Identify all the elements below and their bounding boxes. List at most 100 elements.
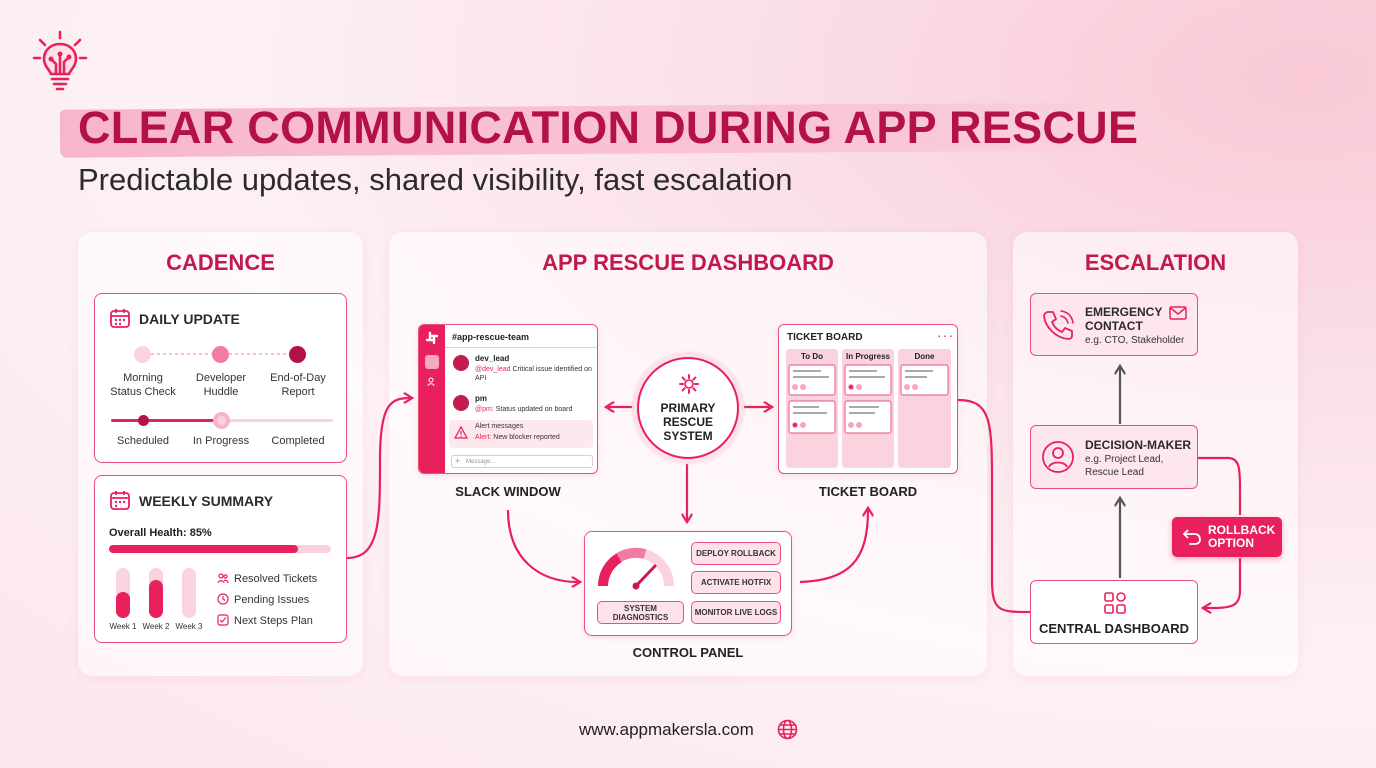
footer-url[interactable]: www.appmakersla.com — [579, 720, 754, 739]
phone-icon — [1043, 310, 1074, 340]
globe-icon — [777, 719, 798, 740]
plus-icon[interactable]: + — [455, 456, 461, 466]
system-diagnostics-button[interactable]: SYSTEM DIAGNOSTICS — [597, 601, 684, 624]
avatar — [453, 355, 469, 371]
alert-text: New blocker reported — [493, 434, 560, 441]
daily-steps-track — [151, 353, 291, 355]
gauge-icon — [597, 547, 674, 590]
step-label-huddle: Developer Huddle — [195, 372, 247, 398]
slack-alert-box — [449, 420, 593, 448]
column-header-inprogress: In Progress — [845, 352, 890, 361]
slack-logo-icon — [425, 331, 439, 345]
central-dashboard-label: CENTRAL DASHBOARD — [1039, 621, 1189, 636]
weekly-summary-title: WEEKLY SUMMARY — [139, 493, 274, 509]
slack-channel-icon[interactable] — [425, 355, 439, 369]
status-label-scheduled: Scheduled — [117, 435, 169, 447]
gear-icon — [679, 374, 699, 394]
msg2-mention[interactable]: @pm: — [475, 406, 494, 413]
users-icon — [217, 573, 229, 584]
control-panel: DEPLOY ROLLBACK ACTIVATE HOTFIX SYSTEM D… — [584, 531, 792, 636]
rollback-option-label: ROLLBACK OPTION — [1208, 523, 1276, 550]
ticket-cards[interactable] — [779, 325, 959, 475]
health-bar-fill — [109, 545, 298, 553]
emergency-contact-sub: e.g. CTO, Stakeholder — [1085, 335, 1185, 346]
status-label-completed: Completed — [271, 435, 325, 447]
health-label: Overall Health: 85% — [109, 527, 212, 539]
step-label-eod: End-of-Day Report — [270, 372, 326, 398]
monitor-live-logs-button[interactable]: MONITOR LIVE LOGS — [691, 601, 781, 624]
rollback-option-button[interactable]: ROLLBACK OPTION — [1172, 517, 1282, 557]
msg1-text: Critical issue identified on API — [475, 366, 592, 382]
message-placeholder: Message... — [466, 459, 496, 465]
page-subtitle: Predictable updates, shared visibility, … — [78, 162, 793, 197]
avatar — [453, 395, 469, 411]
decision-maker-title: DECISION-MAKER — [1085, 438, 1192, 452]
column-header-done: Done — [914, 352, 935, 361]
alert-prefix: Alert: — [475, 434, 492, 441]
slack-window-label: SLACK WINDOW — [455, 484, 561, 499]
week2-label: Week 2 — [142, 622, 170, 631]
user-icon — [1042, 441, 1074, 473]
msg1-mention[interactable]: @dev_lead — [475, 366, 511, 373]
checkbox-icon — [217, 614, 229, 626]
primary-system-label: PRIMARY RESCUE SYSTEM — [660, 401, 716, 443]
status-label-inprogress: In Progress — [192, 435, 250, 447]
status-dot-scheduled — [138, 415, 149, 426]
lightbulb-circuit-icon — [32, 30, 88, 91]
week3-label: Week 3 — [175, 622, 203, 631]
decision-maker-card[interactable]: DECISION-MAKER e.g. Project Lead, Rescue… — [1030, 425, 1198, 489]
legend-pending: Pending Issues — [234, 594, 310, 606]
status-track-fill — [111, 419, 223, 422]
undo-icon — [1183, 529, 1201, 545]
msg2-text: Status updated on board — [495, 406, 573, 413]
escalation-title: ESCALATION — [1084, 250, 1227, 275]
ticket-board-title: TICKET BOARD — [787, 332, 863, 343]
page-title: CLEAR COMMUNICATION DURING APP RESCUE — [78, 102, 1139, 153]
slack-people-icon[interactable] — [427, 377, 437, 387]
central-dashboard-card[interactable]: CENTRAL DASHBOARD — [1030, 580, 1198, 644]
more-options-icon[interactable]: ··· — [937, 327, 954, 343]
mail-icon — [1169, 306, 1187, 320]
slack-channel-name: #app-rescue-team — [452, 332, 530, 342]
msg1-body: @dev_lead Critical issue identified on A… — [475, 365, 593, 383]
step-dot-huddle — [212, 346, 229, 363]
slack-window[interactable]: #app-rescue-team dev_lead @dev_lead Crit… — [418, 324, 598, 474]
control-panel-label: CONTROL PANEL — [632, 645, 744, 660]
column-header-todo: To Do — [800, 352, 824, 361]
deploy-rollback-button[interactable]: DEPLOY ROLLBACK — [691, 542, 781, 565]
weekly-summary-card: WEEKLY SUMMARY Overall Health: 85% Week … — [94, 475, 347, 643]
emergency-contact-title: EMERGENCY CONTACT — [1085, 305, 1163, 333]
msg2-user: pm — [475, 394, 487, 403]
step-label-morning: Morning Status Check — [110, 372, 176, 398]
step-dot-eod — [289, 346, 306, 363]
cadence-title: CADENCE — [166, 250, 275, 275]
legend-nextsteps: Next Steps Plan — [234, 615, 313, 627]
status-dot-inprogress[interactable] — [213, 412, 230, 429]
dashboard-grid-icon — [1104, 592, 1126, 614]
activate-hotfix-button[interactable]: ACTIVATE HOTFIX — [691, 571, 781, 594]
daily-update-title: DAILY UPDATE — [139, 311, 240, 327]
ticket-board[interactable]: TICKET BOARD ··· To Do In Progress Done — [778, 324, 958, 474]
calendar-icon — [110, 309, 130, 328]
clock-icon — [217, 593, 229, 605]
alert-title: Alert messages — [475, 423, 524, 430]
slack-sidebar — [419, 325, 445, 473]
msg2-body: @pm: Status updated on board — [475, 405, 595, 414]
alert-body: Alert: New blocker reported — [475, 434, 560, 441]
week3-bar-bg — [182, 568, 196, 618]
primary-rescue-system[interactable]: PRIMARY RESCUE SYSTEM — [637, 357, 739, 459]
calendar-icon — [110, 491, 130, 510]
daily-update-card: DAILY UPDATE Morning Status Check Develo… — [94, 293, 347, 463]
emergency-contact-card[interactable]: EMERGENCY CONTACT e.g. CTO, Stakeholder — [1030, 293, 1198, 356]
decision-maker-sub: e.g. Project Lead, Rescue Lead — [1085, 454, 1164, 478]
message-input[interactable]: + Message... — [451, 455, 593, 468]
slack-divider — [445, 347, 597, 348]
dashboard-title: APP RESCUE DASHBOARD — [542, 250, 834, 275]
week1-label: Week 1 — [109, 622, 137, 631]
week1-bar-fill — [116, 592, 130, 618]
ticket-board-label: TICKET BOARD — [818, 484, 918, 499]
step-dot-morning — [134, 346, 151, 363]
legend-resolved: Resolved Tickets — [234, 573, 318, 585]
week2-bar-fill — [149, 580, 163, 618]
msg1-user: dev_lead — [475, 354, 510, 363]
